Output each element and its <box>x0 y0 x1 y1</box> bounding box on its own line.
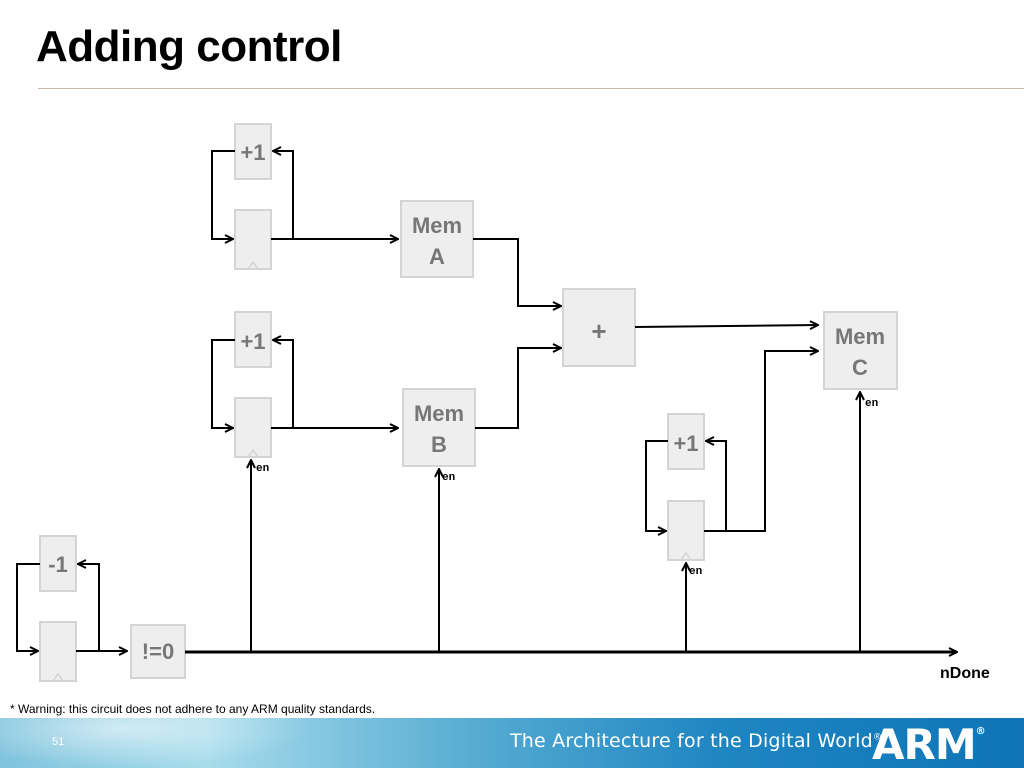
slide-title: Adding control <box>36 22 342 71</box>
enable-label-reg-c: en <box>689 566 702 578</box>
wire-reg-a-feedback <box>271 151 294 240</box>
wire-adder-to-mem-c <box>634 325 818 327</box>
enable-label-mem-c: en <box>865 398 878 410</box>
increment-label-c: +1 <box>673 431 698 456</box>
memory-a-label-line2: A <box>429 244 445 269</box>
wire-inc-c-to-reg-c <box>645 440 668 531</box>
memory-b-label-line2: B <box>431 432 447 457</box>
memory-c: Mem C <box>823 311 898 390</box>
arm-logo-mark: ® <box>975 726 986 737</box>
increment-box-c: +1 <box>667 413 705 470</box>
wire-mem-a-to-adder <box>473 238 561 306</box>
wire-dec-to-reg-count <box>16 563 40 651</box>
footer-tagline-text: The Architecture for the Digital World <box>510 730 873 752</box>
memory-a: Mem A <box>400 200 474 278</box>
footer-banner: 51 The Architecture for the Digital Worl… <box>0 718 1024 768</box>
circuit-diagram: +1 +1 en Mem A Mem B en + Mem C <box>16 123 1024 682</box>
ndone-output-label: nDone <box>940 665 990 682</box>
memory-a-label-line1: Mem <box>412 213 462 238</box>
wire-reg-b-feedback <box>271 340 294 429</box>
footer-swoosh-graphic <box>0 718 310 768</box>
memory-c-label-line2: C <box>852 355 868 380</box>
decrement-label: -1 <box>48 552 68 577</box>
enable-label-reg-b: en <box>256 463 269 475</box>
wire-reg-count-feedback <box>76 564 100 652</box>
not-zero-label: !=0 <box>142 639 174 664</box>
title-divider <box>38 88 1024 89</box>
register-b <box>234 397 272 458</box>
wire-inc-b-to-reg-b <box>211 339 235 428</box>
memory-b-label-line1: Mem <box>414 401 464 426</box>
memory-c-label-line1: Mem <box>835 324 885 349</box>
arm-logo-text: ARM <box>872 720 977 768</box>
register-a <box>234 209 272 270</box>
footer-tagline: The Architecture for the Digital World® <box>510 730 882 752</box>
increment-box-a: +1 <box>234 123 272 180</box>
warning-note: * Warning: this circuit does not adhere … <box>10 702 376 716</box>
not-zero-comparator: !=0 <box>130 624 186 679</box>
increment-box-b: +1 <box>234 311 272 368</box>
page-number: 51 <box>52 736 65 748</box>
arm-logo: ARM® <box>872 720 986 768</box>
footer-tagline-mark: ® <box>872 732 883 743</box>
wire-inc-a-to-reg-a <box>211 150 235 239</box>
adder-label: + <box>591 316 606 346</box>
increment-label-b: +1 <box>240 329 265 354</box>
register-c <box>667 500 705 561</box>
enable-label-mem-b: en <box>442 472 455 484</box>
memory-b: Mem B <box>402 388 476 467</box>
wire-mem-b-to-adder <box>475 348 561 429</box>
wire-reg-c-feedback <box>704 441 727 532</box>
adder: + <box>562 288 636 367</box>
increment-label-a: +1 <box>240 140 265 165</box>
wire-reg-c-to-mem-c <box>726 351 818 532</box>
register-count <box>39 621 77 682</box>
decrement-box: -1 <box>39 535 77 592</box>
